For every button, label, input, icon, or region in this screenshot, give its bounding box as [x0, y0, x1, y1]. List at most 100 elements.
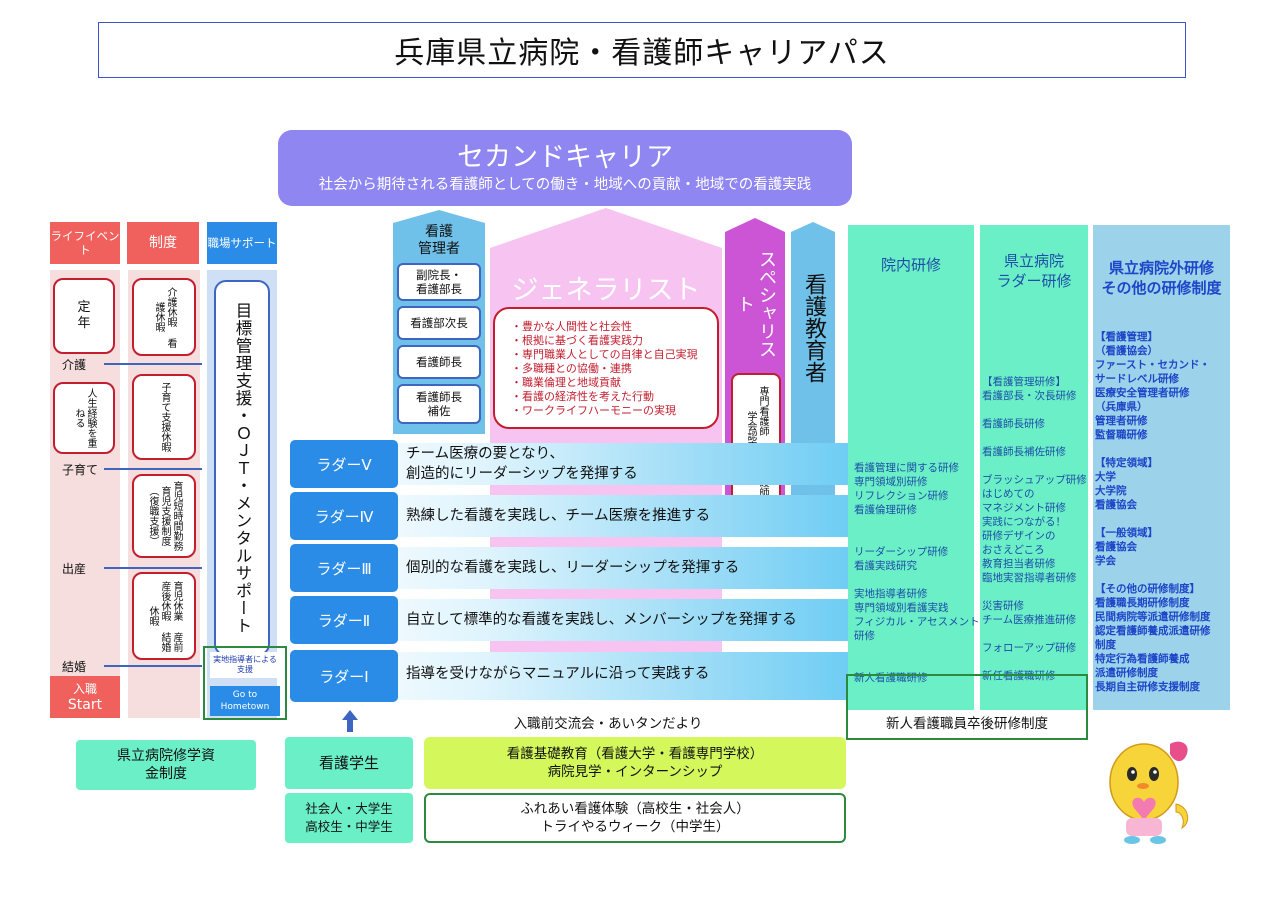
scholarship-box: 県立病院修学資金制度	[76, 740, 256, 790]
ladder-1-desc: 指導を受けながらマニュアルに沿って実践する	[406, 666, 710, 682]
workplace-support-label: 目標管理支援・ＯＪＴ・メンタルサポート	[233, 301, 252, 635]
training-item	[854, 657, 974, 671]
childcare-leave-pill: 子育て支援休暇	[132, 374, 196, 460]
ladder-5-desc-line1: チーム医療の要となり、	[406, 446, 565, 462]
external-training-list: 【看護管理】（看護協会）ファースト・セカンド・サードレベル研修医療安全管理者研修…	[1095, 330, 1230, 694]
educator-title: 看護教育者	[791, 258, 835, 398]
ladder-training-list: 【看護管理研修】看護部長・次長研修 看護師長研修 看護師長補佐研修 ブラッシュア…	[982, 375, 1088, 683]
mascot-character-icon	[1109, 741, 1189, 844]
new-nurse-system-frame	[846, 674, 1088, 740]
ladder-4-desc: 熟練した看護を実践し、チーム医療を推進する	[406, 508, 711, 524]
experience-line2: トライやるウィーク（中学生）	[540, 819, 730, 835]
training-item	[982, 585, 1088, 599]
training-item: 看護協会	[1095, 541, 1137, 553]
maternity-label: 育児休業 産前産後休暇 結婚休暇	[147, 580, 182, 652]
retirement-pill: 定年	[53, 278, 115, 354]
training-item: 教育担当者研修	[982, 558, 1056, 570]
training-item: 【一般領域】	[1095, 527, 1158, 539]
training-item	[982, 627, 1088, 641]
training-item	[1095, 512, 1230, 526]
nursing-student-box: 看護学生	[285, 737, 413, 789]
experience-label: 人生経験を重ねる	[73, 388, 96, 448]
others-line1: 社会人・大学生	[305, 801, 393, 816]
training-item: 学会	[1095, 555, 1116, 567]
ladder-4-label: ラダーⅣ	[290, 492, 398, 540]
new-nurse-system-label: 新人看護職員卒後研修制度	[886, 716, 1048, 732]
page-title: 兵庫県立病院・看護師キャリアパス	[98, 22, 1186, 78]
training-item: 大学	[1095, 471, 1116, 483]
level-care: 介護	[62, 358, 87, 372]
training-item: 専門領域別研修	[854, 476, 928, 488]
others-box: 社会人・大学生 高校生・中学生	[285, 793, 413, 843]
external-training-title-1: 県立病院外研修	[1108, 259, 1214, 277]
training-item	[1095, 568, 1230, 582]
experience-box: ふれあい看護体験（高校生・社会人） トライやるウィーク（中学生）	[424, 793, 846, 843]
training-item: 実践につながる！	[982, 516, 1066, 528]
training-item	[982, 655, 1088, 669]
start-box: 入職 Start	[50, 676, 120, 718]
short-time-pill: 育児短時間勤務 育児支援制度（復職支援）	[132, 474, 196, 558]
pre-entry-label: 入職前交流会・あいタンだより	[513, 716, 703, 732]
workplace-support-header: 職場サポート	[207, 222, 277, 264]
training-item: 看護実践研究	[854, 560, 917, 572]
training-item: 【その他の研修制度】	[1095, 583, 1200, 595]
manager-role: 看護師長補佐	[397, 384, 481, 424]
generalist-item: ・根拠に基づく看護実践力	[511, 334, 643, 347]
ladder-training-column: 県立病院 ラダー研修 【看護管理研修】看護部長・次長研修 看護師長研修 看護師長…	[980, 225, 1088, 710]
training-item: フォローアップ研修	[982, 642, 1077, 654]
inhouse-training-list: 看護管理に関する研修専門領域別研修リフレクション研修看護倫理研修 リーダーシップ…	[854, 461, 980, 685]
training-item: 認定看護師養成派遣研修	[1095, 625, 1211, 637]
short-time-label: 育児短時間勤務 育児支援制度（復職支援）	[147, 481, 182, 551]
second-career-title: セカンドキャリア	[457, 142, 673, 173]
jicchi-support-label: 実地指導者による支援	[210, 652, 280, 678]
training-item: （兵庫県）	[1095, 401, 1148, 413]
level-childcare: 子育て	[62, 463, 99, 477]
generalist-item: ・専門職業人としての自律と自己実現	[511, 348, 698, 361]
external-training-column: 県立病院外研修 その他の研修制度 【看護管理】（看護協会）ファースト・セカンド・…	[1093, 225, 1230, 710]
care-leave-label: 介護休暇 看護休暇	[153, 286, 176, 348]
specialist-box-text: 専門看護師 認定看護師 学会認定資格	[745, 385, 768, 497]
ladder-3-label: ラダーⅢ	[290, 544, 398, 592]
training-item: サードレベル研修	[1095, 373, 1179, 385]
training-item: リフレクション研修	[854, 490, 949, 502]
start-line2: Start	[67, 697, 103, 713]
training-item	[982, 403, 1088, 417]
marriage-line	[104, 665, 202, 667]
training-item: 制度	[1095, 639, 1116, 651]
experience-pill: 人生経験を重ねる	[53, 382, 115, 454]
scholarship-label: 県立病院修学資金制度	[117, 748, 215, 782]
training-item: 実地指導者研修	[854, 588, 928, 600]
nursing-education-line2: 病院見学・インターンシップ	[547, 764, 723, 780]
system-header: 制度	[127, 222, 199, 264]
training-item: 研修	[854, 630, 875, 642]
nursing-education-line1: 看護基礎教育（看護大学・看護専門学校）	[506, 746, 764, 762]
generalist-item: ・看護の経済性を考えた行動	[511, 390, 654, 403]
training-item: 特定行為看護師養成	[1095, 653, 1190, 665]
manager-role: 看護部次長	[397, 306, 481, 340]
training-item: （看護協会）	[1095, 345, 1158, 357]
childcare-line	[104, 468, 202, 470]
ladder-1-label: ラダーⅠ	[290, 650, 398, 702]
birth-line	[104, 567, 202, 569]
go-to-hometown: Go to Hometown	[210, 686, 280, 716]
training-item: 【特定領域】	[1095, 457, 1158, 469]
training-item: 看護師長補佐研修	[982, 446, 1066, 458]
training-item: リーダーシップ研修	[854, 546, 949, 558]
manager-title-line1: 看護	[425, 224, 453, 240]
training-item: 派遣研修制度	[1095, 667, 1158, 679]
level-birth: 出産	[62, 562, 87, 576]
hometown-label: Hometown	[220, 702, 270, 712]
training-item: チーム医療推進研修	[982, 614, 1077, 626]
ladder-2-desc: 自立して標準的な看護を実践し、メンバーシップを発揮する	[406, 612, 797, 628]
experience-line1: ふれあい看護体験（高校生・社会人）	[520, 801, 750, 817]
manager-title: 看護 管理者	[393, 224, 485, 258]
manager-title-line2: 管理者	[418, 241, 460, 257]
training-item: マネジメント研修	[982, 502, 1066, 514]
ladder-5-desc-line2: 創造的にリーダーシップを発揮する	[406, 466, 638, 482]
childcare-leave-label: 子育て支援休暇	[159, 382, 170, 452]
level-marriage: 結婚	[62, 660, 87, 674]
generalist-title: ジェネラリスト	[511, 275, 701, 306]
manager-role: 看護師長	[397, 345, 481, 379]
educator-title-text: 看護教育者	[801, 273, 826, 383]
training-item: 新任看護職研修	[982, 670, 1056, 682]
